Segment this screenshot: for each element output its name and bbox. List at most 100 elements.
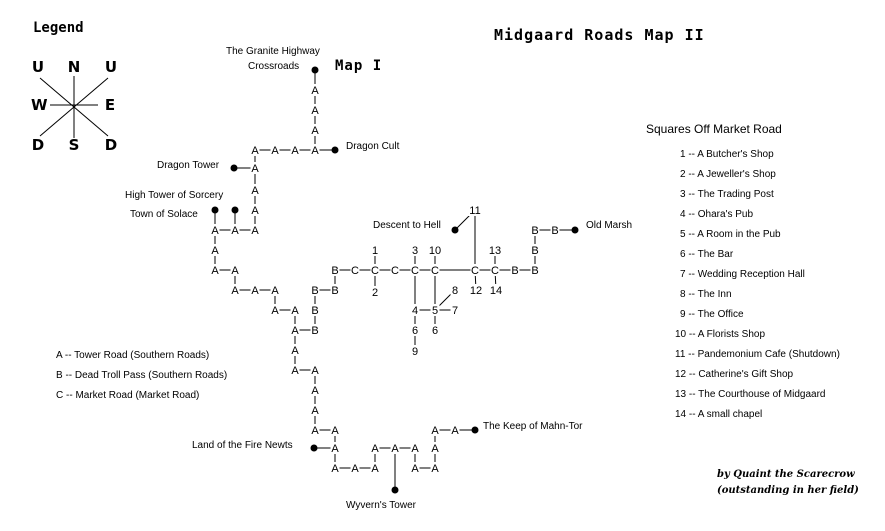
square-item: 5 -- A Room in the Pub <box>680 229 781 240</box>
square-node[interactable]: 2 <box>372 287 378 299</box>
location-marker-icon[interactable] <box>310 444 318 452</box>
road-node-b[interactable]: B <box>311 305 318 317</box>
location-marker-icon[interactable] <box>311 66 319 74</box>
square-node[interactable]: 6 <box>432 325 438 337</box>
road-node-b[interactable]: B <box>311 325 318 337</box>
road-node-a[interactable]: A <box>271 145 279 157</box>
node-background <box>370 442 380 454</box>
road-node-a[interactable]: A <box>331 443 339 455</box>
road-node-a[interactable]: A <box>211 265 219 277</box>
road-node-a[interactable]: A <box>271 305 279 317</box>
road-node-b[interactable]: B <box>551 225 558 237</box>
road-node-b[interactable]: B <box>311 285 318 297</box>
road-node-b[interactable]: B <box>531 245 538 257</box>
location-marker-icon[interactable] <box>331 146 339 154</box>
road-node-a[interactable]: A <box>311 85 319 97</box>
road-node-a[interactable]: A <box>331 425 339 437</box>
square-node[interactable]: 5 <box>432 305 438 317</box>
road-node-a[interactable]: A <box>271 285 279 297</box>
road-node-a[interactable]: A <box>251 285 259 297</box>
road-node-a[interactable]: A <box>351 463 359 475</box>
location-marker-icon[interactable] <box>571 226 579 234</box>
road-node-a[interactable]: A <box>291 145 299 157</box>
road-node-a[interactable]: A <box>311 405 319 417</box>
location-marker-icon[interactable] <box>230 164 238 172</box>
map-one-link[interactable]: Map I <box>335 58 383 74</box>
square-node[interactable]: 1 <box>372 245 378 257</box>
road-node-a[interactable]: A <box>291 325 299 337</box>
node-background <box>310 144 320 156</box>
location-marker-icon[interactable] <box>211 206 219 214</box>
road-node-a[interactable]: A <box>251 205 259 217</box>
road-node-a[interactable]: A <box>231 265 239 277</box>
road-node-a[interactable]: A <box>251 163 259 175</box>
node-background <box>487 244 503 256</box>
road-node-a[interactable]: A <box>211 225 219 237</box>
road-node-a[interactable]: A <box>391 443 399 455</box>
square-node[interactable]: 3 <box>412 245 418 257</box>
node-background <box>410 462 420 474</box>
road-node-a[interactable]: A <box>251 185 259 197</box>
road-node-c[interactable]: C <box>411 265 419 277</box>
road-node-a[interactable]: A <box>311 385 319 397</box>
square-node[interactable]: 10 <box>429 245 441 257</box>
road-node-a[interactable]: A <box>311 105 319 117</box>
node-background <box>410 442 420 454</box>
road-node-a[interactable]: A <box>311 145 319 157</box>
road-node-b[interactable]: B <box>511 265 518 277</box>
road-node-a[interactable]: A <box>291 345 299 357</box>
road-node-c[interactable]: C <box>471 265 479 277</box>
road-node-a[interactable]: A <box>331 463 339 475</box>
node-background <box>468 284 484 296</box>
road-node-c[interactable]: C <box>351 265 359 277</box>
road-node-a[interactable]: A <box>411 463 419 475</box>
road-node-a[interactable]: A <box>251 145 259 157</box>
road-node-a[interactable]: A <box>291 365 299 377</box>
location-marker-icon[interactable] <box>451 226 459 234</box>
location-marker-icon[interactable] <box>391 486 399 494</box>
road-node-a[interactable]: A <box>311 125 319 137</box>
square-node[interactable]: 13 <box>489 245 501 257</box>
road-node-b[interactable]: B <box>331 285 338 297</box>
square-node[interactable]: 7 <box>452 305 458 317</box>
road-node-a[interactable]: A <box>451 425 459 437</box>
road-node-a[interactable]: A <box>311 425 319 437</box>
square-node[interactable]: 9 <box>412 346 418 358</box>
square-node[interactable]: 8 <box>452 285 458 297</box>
node-background <box>410 244 420 256</box>
node-background <box>230 224 240 236</box>
road-node-a[interactable]: A <box>371 443 379 455</box>
road-node-b[interactable]: B <box>531 225 538 237</box>
road-node-c[interactable]: C <box>431 265 439 277</box>
node-background <box>350 264 360 276</box>
road-node-a[interactable]: A <box>251 225 259 237</box>
road-node-a[interactable]: A <box>291 305 299 317</box>
road-node-c[interactable]: C <box>371 265 379 277</box>
road-node-c[interactable]: C <box>491 265 499 277</box>
road-node-a[interactable]: A <box>211 245 219 257</box>
road-node-a[interactable]: A <box>371 463 379 475</box>
road-node-b[interactable]: B <box>531 265 538 277</box>
road-node-a[interactable]: A <box>231 285 239 297</box>
square-node[interactable]: 4 <box>412 305 418 317</box>
road-node-a[interactable]: A <box>431 463 439 475</box>
node-background <box>530 224 540 236</box>
road-node-a[interactable]: A <box>431 425 439 437</box>
road-node-c[interactable]: C <box>391 265 399 277</box>
location-marker-icon[interactable] <box>231 206 239 214</box>
node-background <box>470 264 480 276</box>
node-background <box>310 384 320 396</box>
road-node-a[interactable]: A <box>311 365 319 377</box>
square-node[interactable]: 14 <box>490 285 502 297</box>
square-node[interactable]: 11 <box>469 205 480 217</box>
location-marker-icon[interactable] <box>471 426 479 434</box>
node-background <box>250 284 260 296</box>
road-node-b[interactable]: B <box>331 265 338 277</box>
road-node-a[interactable]: A <box>231 225 239 237</box>
square-node[interactable]: 6 <box>412 325 418 337</box>
road-node-a[interactable]: A <box>431 443 439 455</box>
square-node[interactable]: 12 <box>470 285 482 297</box>
node-background <box>370 462 380 474</box>
compass-up-ne: U <box>104 58 118 76</box>
road-node-a[interactable]: A <box>411 443 419 455</box>
